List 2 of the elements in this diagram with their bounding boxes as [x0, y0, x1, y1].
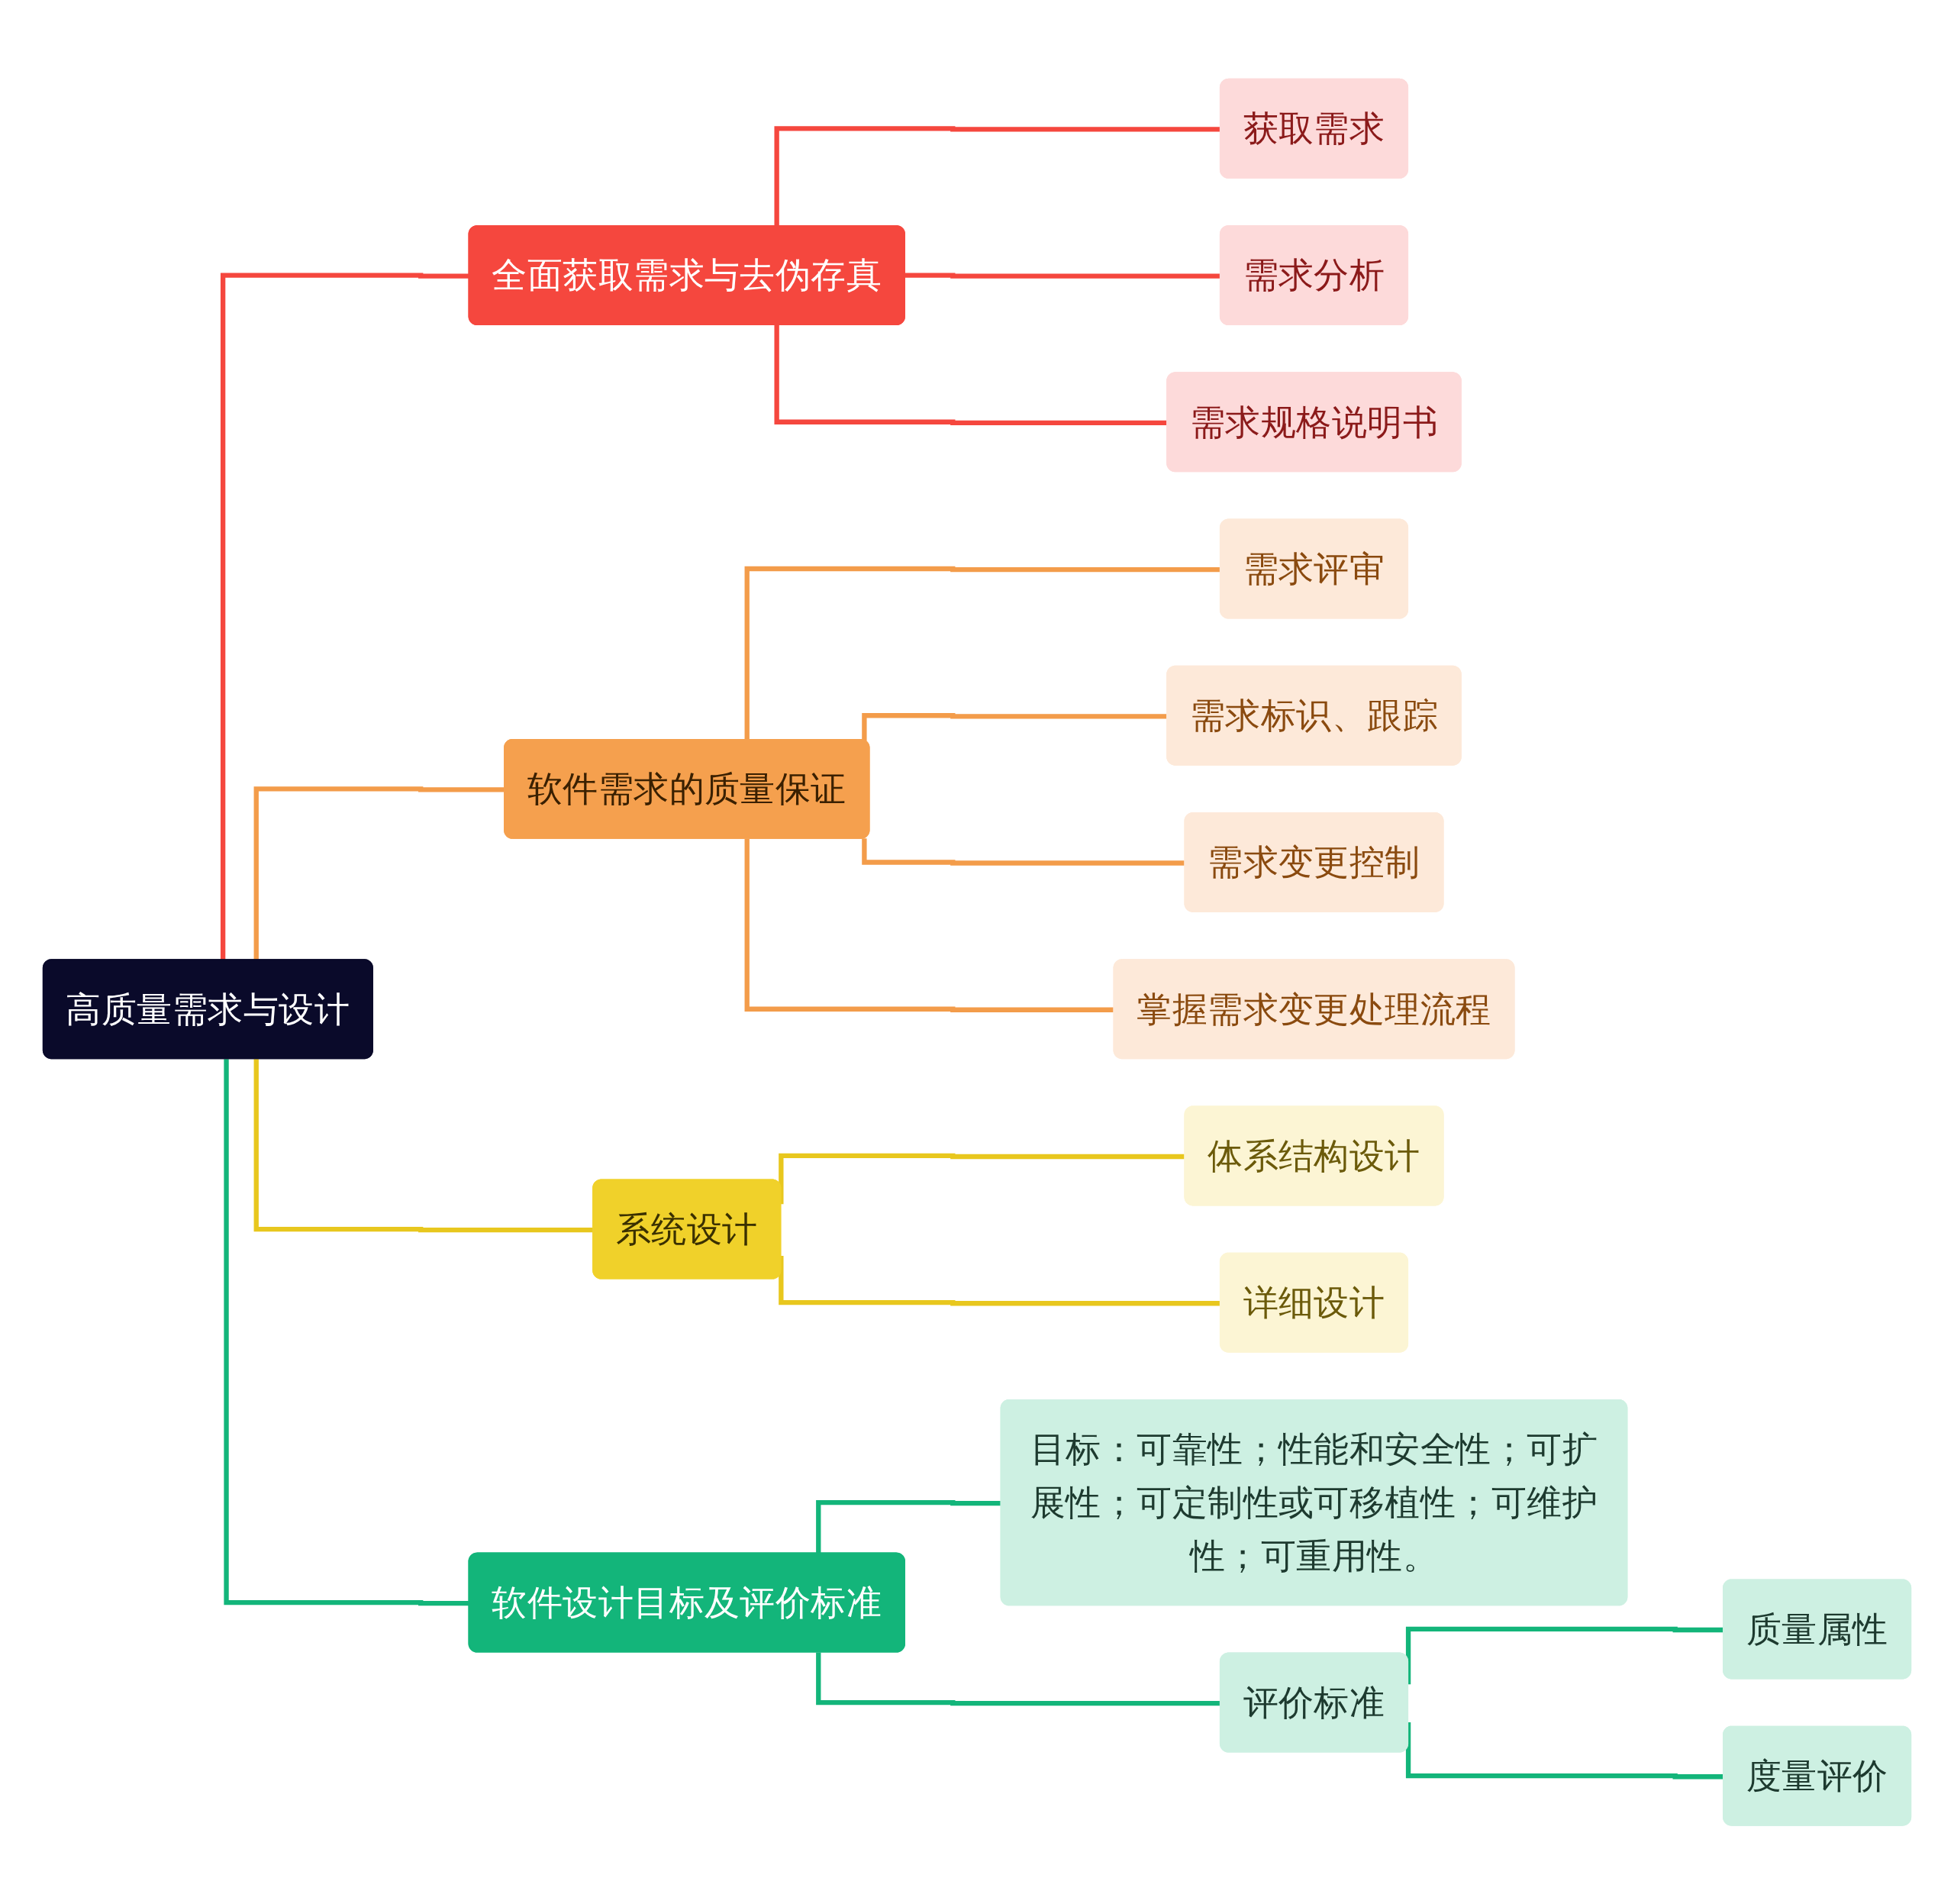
- connector: [816, 1499, 1002, 1554]
- mind-map-diagram: 高质量需求与设计 全面获取需求与去伪存真 获取需求 需求分析 需求规格说明书 软件需求的质量保证 需求评审 需求标识、跟踪 需求变更控制 掌握需求变更处理流程 系统设计 体系结构设计 详细设计 软件设计目标及评价标准 目标：可靠性；性能和安全性；可扩展性；可定制性或可移植性；可维护性；可重用性。 评价标准 质量属性 度量评价: [31, 66, 1923, 1838]
